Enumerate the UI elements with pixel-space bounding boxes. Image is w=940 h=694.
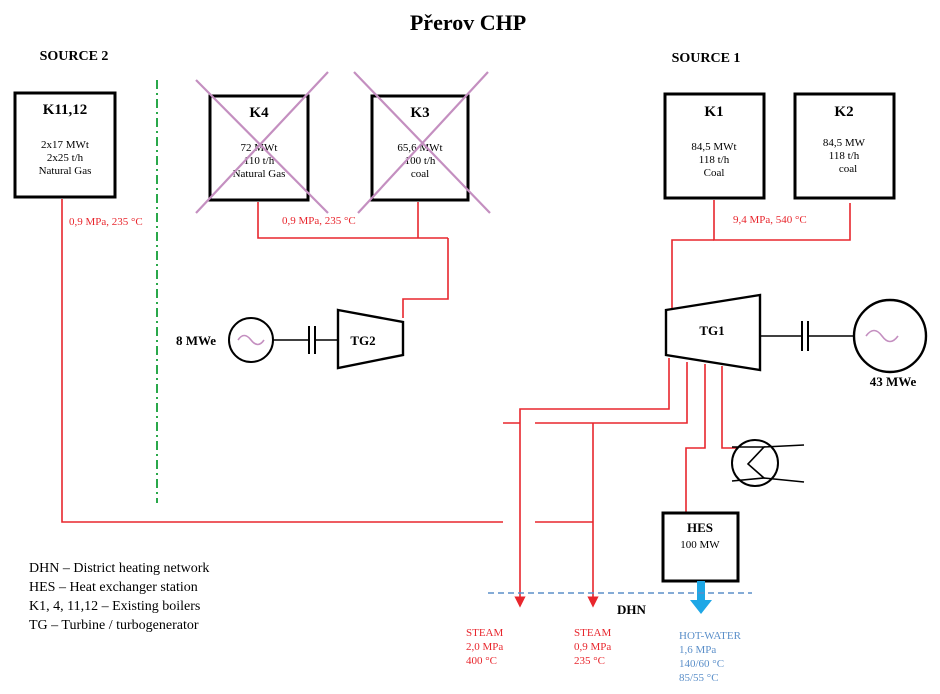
boiler-k4-steam: 110 t/h	[244, 155, 275, 167]
source-2-label: SOURCE 2	[40, 49, 109, 64]
boiler-k3-cross-2	[357, 71, 489, 214]
steam-2-temp: 235 °C	[574, 655, 605, 667]
tg2-turbogenerator: TG2 8 MWe	[176, 308, 405, 370]
boiler-k1: K1 84,5 MWt 118 t/h Coal	[663, 92, 766, 200]
hes-capacity: 100 MW	[680, 539, 720, 551]
generator-tg1-wave-icon	[865, 329, 899, 343]
hot-water-temp-1: 140/60 °C	[679, 658, 724, 670]
legend-item-boilers: K1, 4, 11,12 – Existing boilers	[29, 599, 200, 614]
boiler-k4-fuel: Natural Gas	[233, 168, 286, 180]
tg1-power: 43 MWe	[870, 374, 917, 389]
dhn-label: DHN	[617, 602, 647, 617]
steam-1-title: STEAM	[466, 627, 504, 639]
boiler-k3-power: 65,6 MWt	[397, 142, 442, 154]
boiler-k11-12-power: 2x17 MWt	[41, 139, 89, 151]
boiler-k11-12: K11,12 2x17 MWt 2x25 t/h Natural Gas	[13, 91, 117, 199]
boiler-k3-steam: 100 t/h	[405, 155, 436, 167]
boiler-k1-power: 84,5 MWt	[691, 141, 736, 153]
boiler-k1-steam: 118 t/h	[699, 154, 730, 166]
condenser-icon	[731, 439, 805, 487]
output-steam-2: STEAM 0,9 MPa 235 °C	[574, 627, 612, 667]
generator-tg2-wave-icon	[237, 334, 265, 346]
boiler-k2-name: K2	[834, 104, 853, 120]
boiler-k2-fuel: coal	[839, 163, 857, 175]
steam-2-pressure: 0,9 MPa	[574, 641, 611, 653]
boiler-k3-fuel: coal	[411, 168, 429, 180]
tg2-label: TG2	[350, 333, 375, 348]
boiler-k11-12-steam: 2x25 t/h	[47, 152, 84, 164]
tg2-power: 8 MWe	[176, 333, 216, 348]
boiler-k4-cross	[195, 79, 329, 214]
boiler-k3-name: K3	[410, 105, 429, 121]
boiler-k4-power: 72 MWt	[241, 142, 278, 154]
steam-1-pressure: 2,0 MPa	[466, 641, 503, 653]
source-2-steam-params: 0,9 MPa, 235 °C	[69, 216, 143, 228]
boiler-k4-name: K4	[249, 105, 269, 121]
tg1-turbogenerator: TG1 43 MWe	[664, 293, 928, 389]
boiler-k1-fuel: Coal	[704, 167, 725, 179]
k4-k3-steam-params: 0,9 MPa, 235 °C	[282, 215, 356, 227]
output-hot-water: HOT-WATER 1,6 MPa 140/60 °C 85/55 °C	[679, 630, 742, 684]
steam-2-title: STEAM	[574, 627, 612, 639]
boiler-k11-12-name: K11,12	[43, 102, 88, 118]
boiler-k2: K2 84,5 MW 118 t/h coal	[793, 92, 896, 200]
legend-item-hes: HES – Heat exchanger station	[29, 580, 198, 595]
boiler-k4-cross-2	[195, 71, 329, 214]
boiler-k1-name: K1	[704, 104, 723, 120]
hes-label: HES	[687, 520, 713, 535]
steam-piping	[61, 199, 851, 608]
boiler-k2-power: 84,5 MW	[823, 137, 866, 149]
hot-water-arrow-icon	[690, 581, 712, 614]
hot-water-temp-2: 85/55 °C	[679, 672, 719, 684]
source-1-label: SOURCE 1	[672, 51, 741, 66]
output-steam-1: STEAM 2,0 MPa 400 °C	[466, 627, 504, 667]
diagram-title: Přerov CHP	[410, 10, 526, 35]
hes-box: HES 100 MW	[661, 511, 740, 583]
k1-k2-steam-params: 9,4 MPa, 540 °C	[733, 214, 807, 226]
boiler-k2-steam: 118 t/h	[829, 150, 860, 162]
hot-water-title: HOT-WATER	[679, 630, 742, 642]
boiler-k3: K3 65,6 MWt 100 t/h coal	[353, 71, 491, 214]
tg1-label: TG1	[699, 323, 724, 338]
boiler-k4: K4 72 MWt 110 t/h Natural Gas	[195, 71, 329, 214]
hot-water-pressure: 1,6 MPa	[679, 644, 716, 656]
legend: DHN – District heating network HES – Hea…	[29, 561, 209, 633]
steam-1-temp: 400 °C	[466, 655, 497, 667]
legend-item-dhn: DHN – District heating network	[29, 561, 209, 576]
legend-item-tg: TG – Turbine / turbogenerator	[29, 618, 199, 633]
boiler-k11-12-fuel: Natural Gas	[39, 165, 92, 177]
